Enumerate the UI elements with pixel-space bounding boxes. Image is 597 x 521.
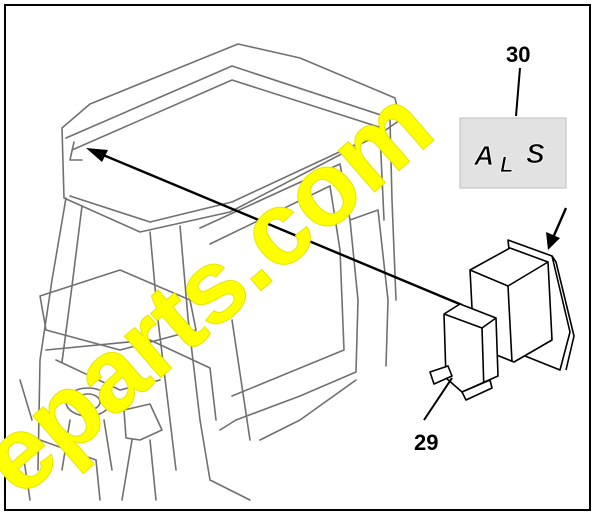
leader-line-30 bbox=[515, 67, 521, 117]
als-switch bbox=[429, 239, 575, 401]
decal-arrow-head bbox=[546, 232, 560, 250]
location-arrow-head bbox=[86, 148, 108, 162]
als-decal bbox=[459, 117, 567, 189]
decal-letter-l: L bbox=[500, 152, 513, 177]
location-arrow-line bbox=[95, 150, 463, 307]
tractor-cab-illustration bbox=[19, 43, 401, 501]
diagram-border bbox=[4, 4, 591, 511]
decal-letters: A L S bbox=[473, 138, 546, 178]
leader-line-29 bbox=[423, 377, 453, 421]
decal-arrow-line bbox=[550, 207, 568, 241]
part-label-29: 29 bbox=[414, 430, 439, 455]
decal-letter-a: A bbox=[473, 140, 494, 171]
part-label-30: 30 bbox=[506, 42, 531, 67]
decal-letter-s: S bbox=[526, 138, 545, 169]
watermark: eparts.com bbox=[0, 66, 454, 516]
